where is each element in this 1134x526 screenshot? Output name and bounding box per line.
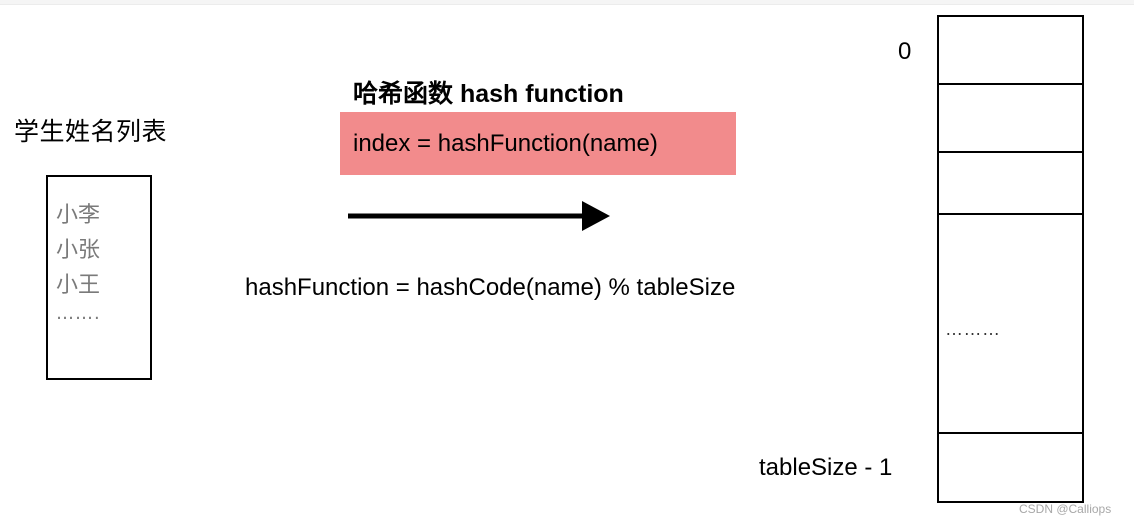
student-list-title: 学生姓名列表 <box>14 117 168 146</box>
table-first-index: 0 <box>898 38 912 65</box>
top-rule <box>0 0 1134 5</box>
hash-table-grid <box>937 15 1084 503</box>
table-last-index: tableSize - 1 <box>759 454 893 481</box>
student-list-box: 小李 小张 小王 ……. <box>46 175 152 380</box>
student-list-item: 小张 <box>56 238 101 263</box>
hash-formula-box: index = hashFunction(name) <box>340 112 736 175</box>
hash-table-ellipsis: ……… <box>945 319 1001 339</box>
student-list-ellipsis: ……. <box>56 303 101 324</box>
right-arrow-icon <box>348 201 610 231</box>
hash-function-definition: hashFunction = hashCode(name) % tableSiz… <box>245 274 736 301</box>
hash-table-border <box>937 15 1084 503</box>
watermark: CSDN @Calliops <box>1019 502 1112 516</box>
hash-function-title: 哈希函数 hash function <box>353 80 624 108</box>
student-list-item: 小李 <box>56 203 101 228</box>
hash-formula-text: index = hashFunction(name) <box>353 130 658 157</box>
hash-table: ……… <box>937 15 1084 503</box>
student-list-item: 小王 <box>56 273 101 298</box>
